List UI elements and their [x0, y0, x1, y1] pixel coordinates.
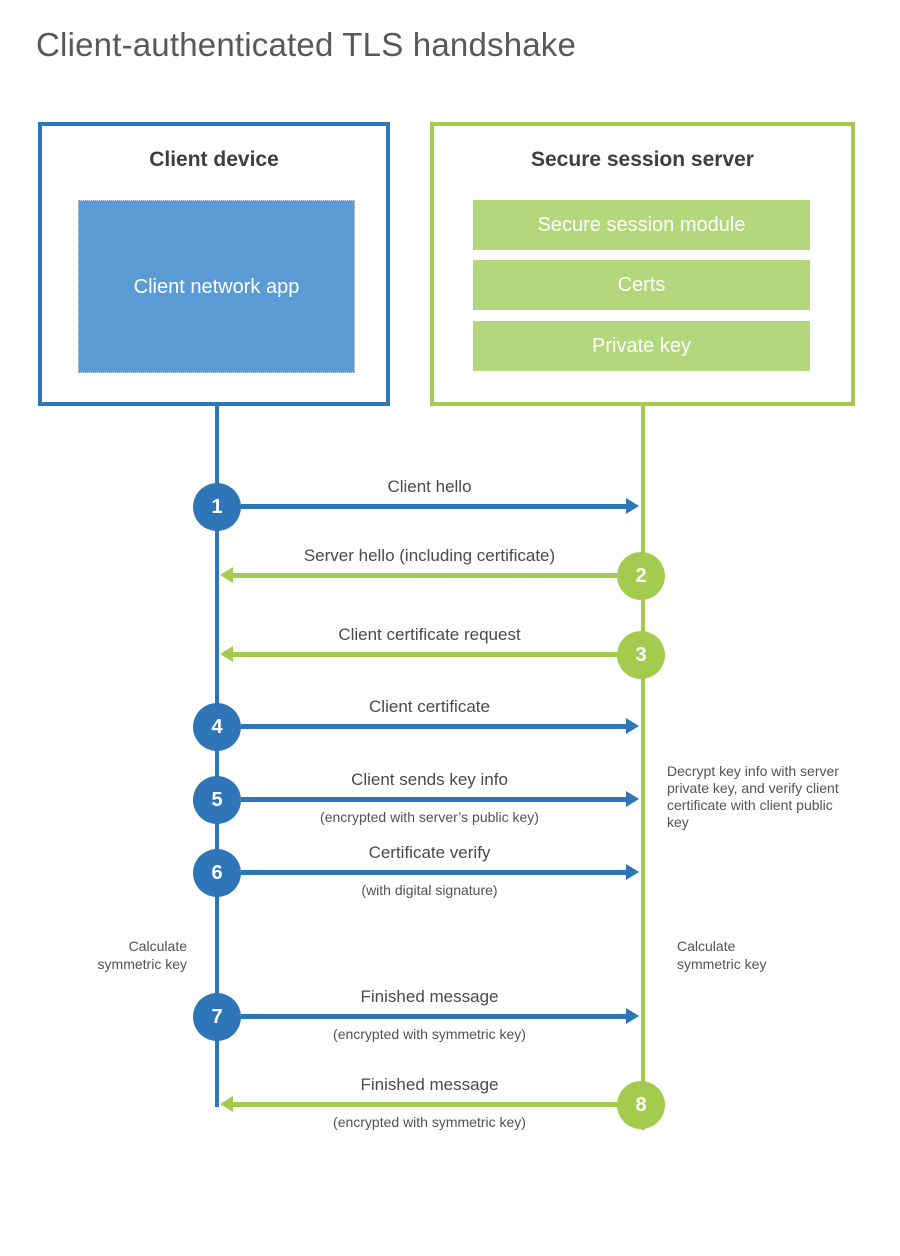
step-circle-8: 8 — [617, 1081, 665, 1129]
annotation-calculate-symmetric-key-server: Calculate symmetric key — [677, 938, 767, 972]
server-lifeline — [641, 404, 645, 1130]
message-sub-certificate-verify: (with digital signature) — [361, 882, 498, 898]
arrow-right-icon — [241, 718, 639, 734]
message-label-server-hello: Server hello (including certificate) — [303, 546, 556, 565]
server-module-certs: Certs — [473, 260, 810, 310]
client-network-app-label: Client network app — [133, 275, 300, 298]
step-circle-4: 4 — [193, 703, 241, 751]
server-module-private-key: Private key — [473, 321, 810, 371]
step-circle-5: 5 — [193, 776, 241, 824]
message-label-finished-client: Finished message — [360, 987, 499, 1006]
arrow-left-icon — [220, 646, 617, 662]
secure-session-server-box: Secure session server Secure session mod… — [430, 122, 855, 406]
message-label-client-certificate: Client certificate — [369, 697, 490, 716]
secure-session-server-title: Secure session server — [531, 148, 754, 171]
arrow-right-icon — [241, 498, 639, 514]
annotation-decrypt-key-info: Decrypt key info with server private key… — [667, 763, 839, 830]
message-label-finished-server: Finished message — [360, 1075, 499, 1094]
step-circle-2: 2 — [617, 552, 665, 600]
message-label-key-info: Client sends key info — [351, 770, 508, 789]
arrow-right-icon — [241, 864, 639, 880]
message-sub-key-info: (encrypted with server’s public key) — [320, 809, 539, 825]
arrow-left-icon — [220, 567, 617, 583]
step-circle-6: 6 — [193, 849, 241, 897]
message-sub-finished-server: (encrypted with symmetric key) — [333, 1114, 526, 1130]
message-label-cert-request: Client certificate request — [338, 625, 521, 644]
annotation-calculate-symmetric-key-client: Calculate symmetric key — [97, 938, 187, 972]
page-title: Client-authenticated TLS handshake — [36, 26, 577, 63]
arrow-left-icon — [220, 1096, 617, 1112]
message-sub-finished-client: (encrypted with symmetric key) — [333, 1026, 526, 1042]
arrow-right-icon — [241, 791, 639, 807]
client-network-app-box: Client network app — [78, 200, 355, 373]
client-device-box: Client device Client network app — [38, 122, 390, 406]
client-device-title: Client device — [149, 148, 279, 171]
message-label-certificate-verify: Certificate verify — [368, 843, 491, 862]
step-circle-1: 1 — [193, 483, 241, 531]
step-circle-7: 7 — [193, 993, 241, 1041]
arrow-right-icon — [241, 1008, 639, 1024]
server-module-secure-session: Secure session module — [473, 200, 810, 250]
message-label-client-hello: Client hello — [387, 477, 472, 496]
client-lifeline — [215, 404, 219, 1107]
step-circle-3: 3 — [617, 631, 665, 679]
